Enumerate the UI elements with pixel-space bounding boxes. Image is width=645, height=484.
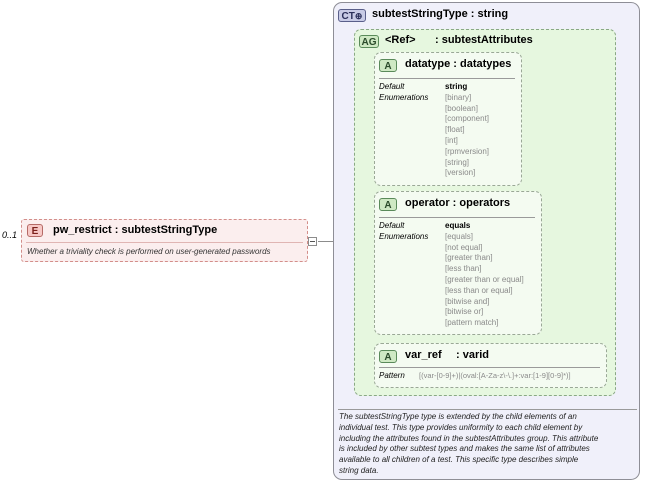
element-separator: [26, 242, 303, 243]
complex-type-doc-separator: [338, 409, 637, 410]
default-label: Default: [379, 82, 405, 91]
attribute-varref-type: : varid: [456, 349, 490, 361]
enum-item: [not equal]: [445, 242, 483, 252]
enumerations-label: Enumerations: [379, 92, 429, 102]
attribute-badge: A: [379, 198, 397, 211]
element-badge: E: [27, 224, 43, 237]
enum-item: [float]: [445, 125, 465, 135]
element-title: pw_restrict : subtestStringType: [53, 224, 218, 236]
enumerations-list: [binary] [boolean] [component] [float] […: [445, 93, 489, 179]
enum-item: [less than]: [445, 264, 482, 274]
attribute-badge: A: [379, 59, 397, 72]
pattern-value: [(var-[0-9]+)|(oval:[A-Za-z\-\.]+:var:[1…: [419, 371, 571, 380]
doc-line: is included by other subtest types and m…: [339, 444, 590, 454]
attribute-badge: A: [379, 350, 397, 363]
attribute-datatype-title: datatype : datatypes: [405, 58, 512, 70]
attribute-operator-box[interactable]: A operator : operators Default equals En…: [374, 191, 542, 335]
enum-item: [int]: [445, 135, 458, 145]
enum-item: [rpmversion]: [445, 146, 490, 156]
enum-item: [pattern match]: [445, 318, 499, 328]
enum-item: [string]: [445, 157, 470, 167]
default-value: equals: [445, 221, 471, 230]
doc-line: including the attributes found in the su…: [339, 433, 599, 443]
minus-icon: [310, 241, 315, 242]
pattern-label: Pattern: [379, 371, 405, 380]
attribute-varref-name: var_ref: [405, 349, 442, 361]
complex-type-title: subtestStringType : string: [372, 8, 509, 20]
doc-line: available to all children of a test. Thi…: [339, 455, 579, 465]
enumerations-label: Enumerations: [379, 231, 429, 241]
attribute-separator: [379, 367, 600, 368]
enum-item: [version]: [445, 168, 476, 178]
enumerations-list: [equals] [not equal] [greater than] [les…: [445, 232, 524, 329]
element-description: Whether a triviality check is performed …: [27, 247, 271, 256]
connector-element-to-type: [318, 241, 333, 242]
enum-item: [component]: [445, 114, 490, 124]
complex-type-badge: CT⊕: [338, 9, 366, 22]
attribute-varref-box[interactable]: A var_ref : varid Pattern [(var-[0-9]+)|…: [374, 343, 607, 388]
doc-line: The subtestStringType type is extended b…: [339, 412, 577, 421]
enum-item: [boolean]: [445, 103, 478, 113]
plus-circle-icon: ⊕: [354, 11, 363, 21]
attribute-operator-title: operator : operators: [405, 197, 511, 209]
element-box[interactable]: E pw_restrict : subtestStringType Whethe…: [21, 219, 308, 262]
attribute-group-title: : subtestAttributes: [435, 34, 533, 46]
enum-item: [binary]: [445, 92, 472, 102]
enum-item: [greater than or equal]: [445, 274, 524, 284]
attribute-separator: [379, 78, 515, 79]
element-occurrence: 0..1: [2, 230, 18, 240]
attribute-separator: [379, 217, 535, 218]
attribute-group-ref: <Ref>: [385, 34, 416, 46]
attribute-group-badge: AG: [359, 35, 379, 48]
complex-type-documentation: The subtestStringType type is extended b…: [339, 412, 598, 477]
enum-item: [bitwise or]: [445, 307, 484, 317]
enum-item: [bitwise and]: [445, 296, 490, 306]
collapse-toggle[interactable]: [308, 237, 317, 246]
attribute-datatype-box[interactable]: A datatype : datatypes Default string En…: [374, 52, 522, 186]
default-value: string: [445, 82, 468, 91]
default-label: Default: [379, 221, 405, 230]
enum-item: [less than or equal]: [445, 285, 513, 295]
doc-line: individual test. This type provides unif…: [339, 422, 583, 432]
enum-item: [equals]: [445, 231, 474, 241]
enum-item: [greater than]: [445, 253, 493, 263]
doc-line: string data.: [339, 465, 379, 475]
